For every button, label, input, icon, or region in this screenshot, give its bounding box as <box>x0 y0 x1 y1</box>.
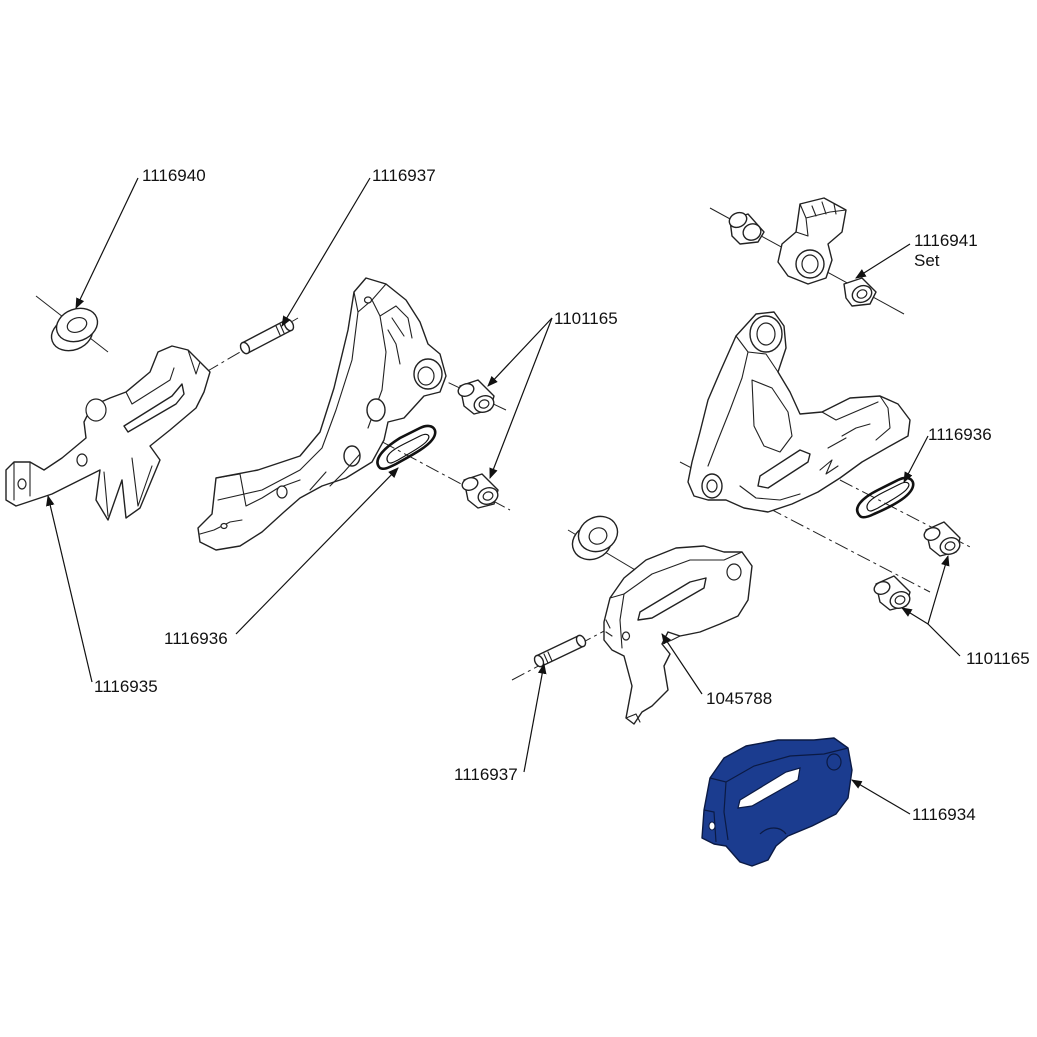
label-1116936-left: 1116936 <box>164 629 228 648</box>
label-1116937-top: 1116937 <box>372 166 436 185</box>
washer-1116940[interactable] <box>47 303 102 356</box>
callout-labels: 1116940 1116937 1101165 1116941 Set 1116… <box>94 166 1030 824</box>
leader-lines <box>46 177 961 815</box>
bolt-1116941-right[interactable] <box>843 277 877 307</box>
pin-1116937-bottom[interactable] <box>533 634 588 668</box>
bushing-1101165-right-lower[interactable] <box>872 575 912 611</box>
label-1116940: 1116940 <box>142 166 206 185</box>
oring-1116936-left[interactable] <box>376 424 437 471</box>
label-1116937-bottom: 1116937 <box>454 765 518 784</box>
label-1116934: 1116934 <box>912 805 976 824</box>
caliper-mount-bracket[interactable] <box>197 277 447 551</box>
caliper-mount-right[interactable] <box>687 311 911 513</box>
label-1101165-top: 1101165 <box>554 309 618 328</box>
label-1045788: 1045788 <box>706 689 772 708</box>
bracket-1116935[interactable] <box>5 345 211 521</box>
oring-1116936-right[interactable] <box>855 476 915 519</box>
label-1116941-set: Set <box>914 251 940 270</box>
bushing-1101165-right-upper[interactable] <box>922 521 962 557</box>
hanger-1116934-highlighted[interactable] <box>701 737 853 867</box>
label-1116941: 1116941 <box>914 231 978 250</box>
washer-center[interactable] <box>567 510 624 566</box>
pin-1116937-top[interactable] <box>239 318 296 355</box>
hanger-1045788[interactable] <box>603 545 753 725</box>
label-1101165-right: 1101165 <box>966 649 1030 668</box>
clamp-1116941[interactable] <box>777 197 847 285</box>
bolt-1116941-left[interactable] <box>727 210 765 245</box>
label-1116936-right: 1116936 <box>928 425 992 444</box>
bushing-1101165-upper[interactable] <box>456 379 496 415</box>
label-1116935: 1116935 <box>94 677 158 696</box>
bushing-1101165-lower[interactable] <box>460 473 500 509</box>
